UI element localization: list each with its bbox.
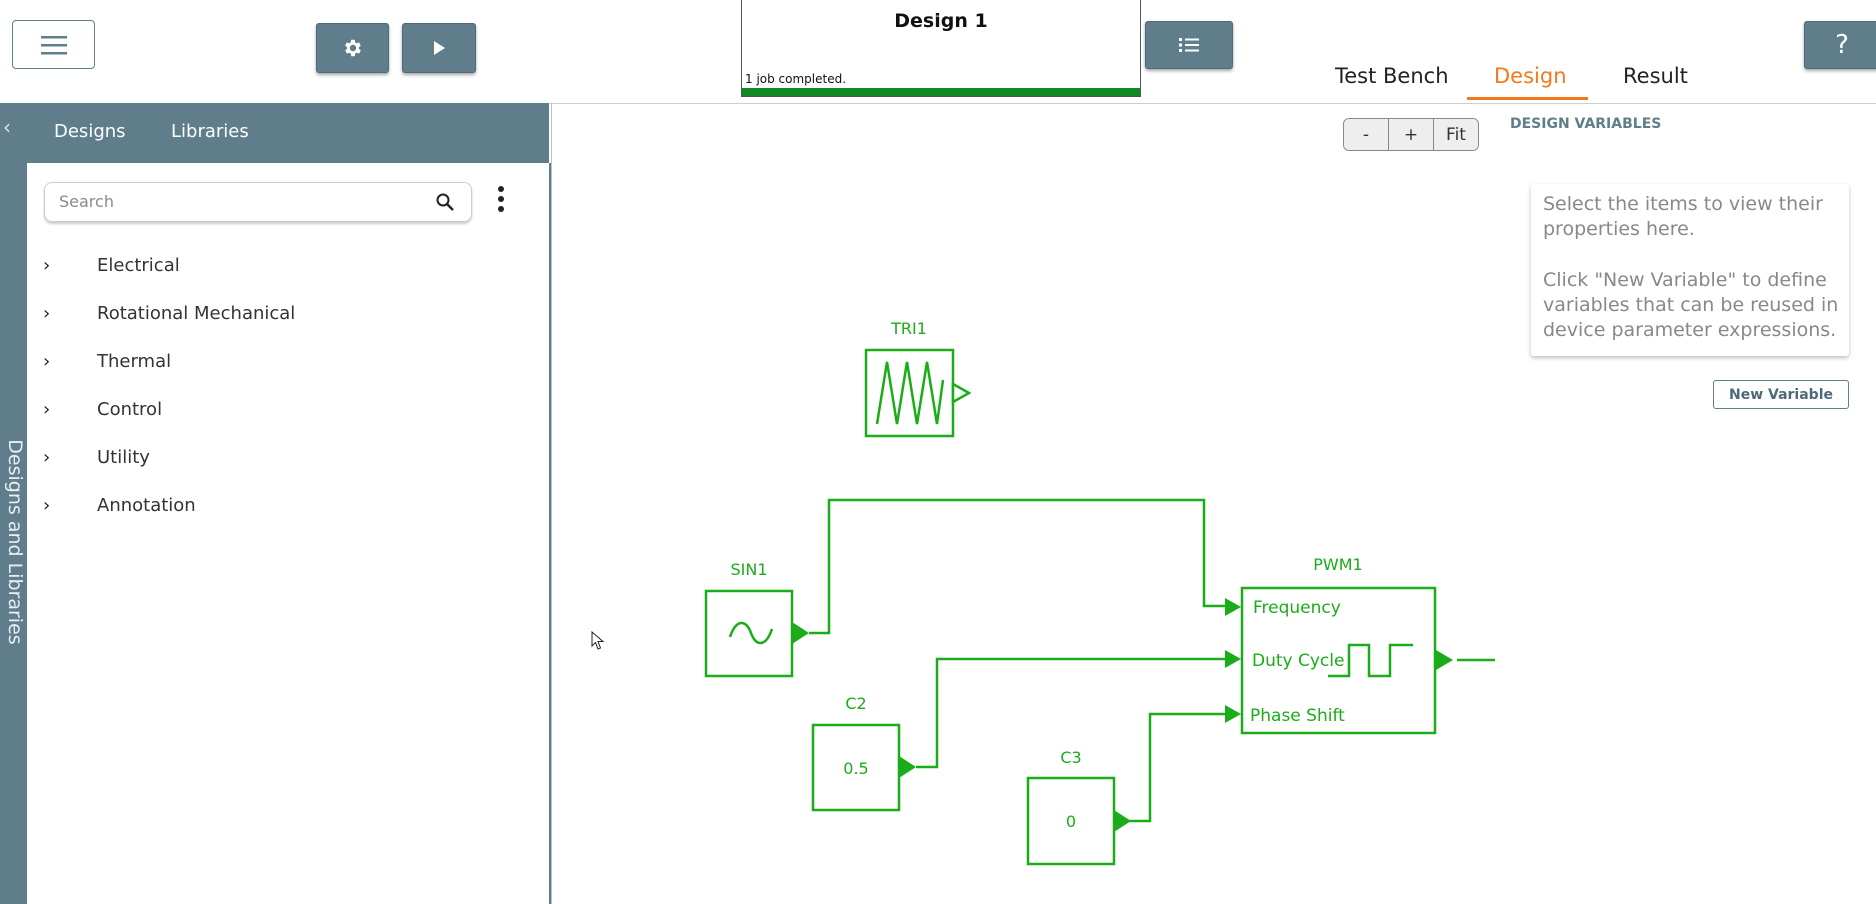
job-list-button[interactable] [1145,21,1233,69]
label-tri1: TRI1 [890,319,927,338]
zoom-fit-button[interactable]: Fit [1434,119,1478,150]
more-options-icon[interactable] [497,185,505,213]
job-progress-bar [742,88,1140,96]
list-icon [1179,38,1199,52]
pwm1-port-duty-cycle: Duty Cycle [1252,651,1344,671]
design-title: Design 1 [894,10,988,32]
design-canvas[interactable]: TRI1 SIN1 C2 0.5 C3 0 PWM1 Frequency Dut… [551,103,1876,904]
tab-test-bench[interactable]: Test Bench [1335,64,1449,88]
top-bar: Design 1 1 job completed. Test Bench Des… [0,0,1876,104]
sidebar-collapse-strip[interactable]: ‹ Designs and Libraries [0,103,27,904]
job-status-text: 1 job completed. [745,72,847,86]
library-category-label: Rotational Mechanical [97,302,296,324]
tab-libraries[interactable]: Libraries [171,121,249,142]
pwm1-phase-port [1225,705,1241,723]
wire-c3-phase [1128,712,1225,823]
library-category-label: Utility [97,446,150,468]
chevron-right-icon[interactable]: › [43,302,51,324]
hamburger-icon [40,35,67,54]
sine-wave-icon [728,621,774,645]
library-category-thermal[interactable]: › Thermal [43,346,523,376]
value-c3: 0 [1066,812,1076,831]
label-sin1: SIN1 [730,560,767,579]
settings-button[interactable] [316,23,389,73]
mouse-cursor-icon [591,631,605,650]
library-category-annotation[interactable]: › Annotation [43,490,523,520]
properties-hint: Select the items to view their propertie… [1543,193,1823,240]
block-pwm1 [1240,586,1437,735]
label-c2: C2 [845,694,866,713]
gear-icon [344,39,361,57]
library-category-label: Thermal [97,350,172,372]
chevron-right-icon[interactable]: › [43,350,51,372]
triangle-wave-icon [875,361,945,425]
library-category-label: Annotation [97,494,196,516]
active-tab-indicator [1467,97,1588,100]
library-category-utility[interactable]: › Utility [43,442,523,472]
search-input[interactable] [57,191,421,212]
search-icon[interactable] [435,192,455,212]
pwm1-port-phase-shift: Phase Shift [1250,706,1345,726]
library-category-electrical[interactable]: › Electrical [43,250,523,280]
label-pwm1: PWM1 [1313,555,1362,574]
pwm1-output-port [1436,650,1453,670]
library-header: Designs Libraries [27,103,549,163]
tab-designs[interactable]: Designs [54,121,126,142]
new-variable-hint: Click "New Variable" to define variables… [1543,269,1839,341]
hamburger-menu-button[interactable] [12,20,95,69]
library-category-label: Control [97,398,163,420]
c2-output-port [899,756,916,778]
new-variable-button[interactable]: New Variable [1713,380,1849,409]
square-wave-icon [1328,643,1413,678]
library-category-label: Electrical [97,254,180,276]
pwm1-duty-port [1225,650,1241,668]
tab-result[interactable]: Result [1623,64,1688,88]
tab-design[interactable]: Design [1494,64,1567,88]
sidebar-strip-label: Designs and Libraries [4,439,26,645]
pwm1-frequency-port [1225,598,1241,616]
block-sin1 [704,589,794,678]
zoom-in-button[interactable]: + [1389,119,1434,150]
c3-output-port [1114,810,1131,832]
pwm1-port-frequency: Frequency [1253,598,1341,618]
library-category-rotational-mechanical[interactable]: › Rotational Mechanical [43,298,523,328]
zoom-controls: - + Fit [1343,118,1479,151]
design-variables-title: DESIGN VARIABLES [1510,116,1662,132]
help-button[interactable]: ? [1804,21,1876,69]
chevron-right-icon[interactable]: › [43,446,51,468]
run-simulation-button[interactable] [402,23,476,73]
library-panel: › Electrical › Rotational Mechanical › T… [27,163,551,904]
block-tri1 [864,348,955,438]
chevron-right-icon[interactable]: › [43,398,51,420]
label-c3: C3 [1060,748,1081,767]
job-progress-fill [742,88,1140,96]
design-job-panel: Design 1 1 job completed. [741,0,1141,97]
sin1-output-port [792,622,809,644]
chevron-right-icon[interactable]: › [43,254,51,276]
chevron-right-icon[interactable]: › [43,494,51,516]
chevron-left-icon[interactable]: ‹ [3,115,11,139]
play-icon [434,41,445,55]
schematic: TRI1 SIN1 C2 0.5 C3 0 PWM1 Frequency Dut… [704,319,1495,866]
wire-sin1-frequency [809,498,1225,635]
wire-c2-duty [916,657,1225,769]
zoom-out-button[interactable]: - [1344,119,1389,150]
search-box [44,182,472,222]
properties-card: Select the items to view their propertie… [1531,184,1849,356]
value-c2: 0.5 [843,759,868,778]
library-category-control[interactable]: › Control [43,394,523,424]
tri1-output-port [951,381,972,405]
